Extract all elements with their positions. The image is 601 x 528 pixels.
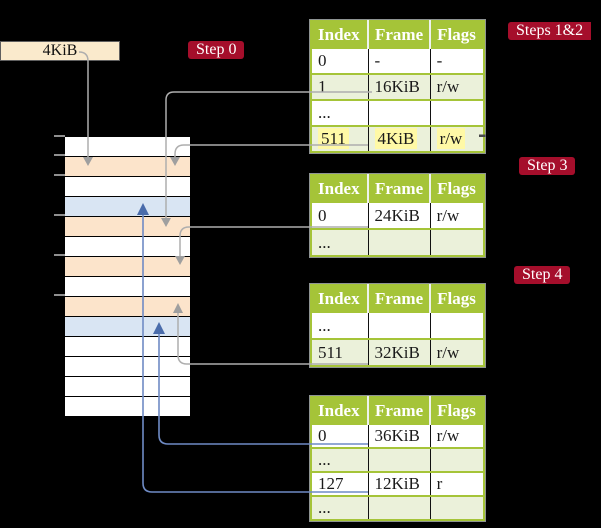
- column-header: Frame: [366, 175, 431, 202]
- flags-cell: [429, 448, 485, 472]
- index-cell: ...: [318, 103, 331, 122]
- physical-memory-stack: [65, 136, 190, 416]
- page-table-steps-1-2: Index Frame Flags 0 - - 1 16KiB r/w ... …: [308, 19, 487, 154]
- step-4-label: Step 4: [514, 266, 571, 284]
- frame-cell: 12KiB: [367, 472, 431, 496]
- root-table-pointer-box: 4KiB: [0, 41, 120, 61]
- memory-frame-row: [65, 257, 190, 277]
- highlight: 4KiB: [374, 128, 418, 149]
- index-cell: 0: [318, 426, 327, 445]
- column-header: Index: [311, 175, 368, 202]
- frame-cell: 24KiB: [367, 202, 431, 229]
- flags-cell: r/w: [429, 339, 485, 366]
- memory-frame-row: [65, 177, 190, 197]
- flags-cell: r/w: [429, 202, 485, 229]
- index-cell: 0: [318, 205, 327, 225]
- column-header: Flags: [429, 285, 485, 312]
- index-cell: 511: [311, 126, 368, 152]
- column-header: Flags: [429, 397, 485, 424]
- memory-frame-row: [65, 277, 190, 297]
- table-row: 127 12KiB r: [311, 472, 485, 496]
- flags-cell: r/w: [429, 74, 485, 100]
- table-row: ...: [311, 100, 485, 126]
- flags-cell: [429, 229, 485, 256]
- frame-cell: [367, 496, 431, 520]
- index-cell: 511: [318, 342, 343, 362]
- page-table-step-3: Index Frame Flags 0 24KiB r/w ...: [308, 173, 487, 258]
- frame-cell: 16KiB: [367, 74, 431, 100]
- frame-cell: [367, 229, 431, 256]
- memory-tick: [54, 214, 65, 216]
- memory-frame-row: [65, 237, 190, 257]
- column-header: Frame: [366, 285, 431, 312]
- page-table-step-4: Index Frame Flags ... 511 32KiB r/w: [308, 283, 487, 368]
- table-row: ...: [311, 312, 485, 339]
- column-header: Flags: [429, 175, 485, 202]
- table-row: ...: [311, 496, 485, 520]
- frame-cell: 32KiB: [367, 339, 431, 366]
- column-header: Flags: [429, 21, 485, 48]
- memory-frame-row: [65, 137, 190, 157]
- flags-cell: -: [429, 48, 485, 74]
- frame-cell: [367, 448, 431, 472]
- table-row: 0 24KiB r/w: [311, 202, 485, 229]
- flags-cell: r/w: [429, 424, 485, 448]
- step-0-label: Step 0: [188, 41, 245, 59]
- table-row: ...: [311, 448, 485, 472]
- step-3-label: Step 3: [519, 157, 576, 175]
- memory-frame-row: [65, 357, 190, 377]
- flags-cell: [429, 496, 485, 520]
- index-cell: ...: [318, 498, 331, 517]
- frame-cell: [367, 100, 431, 126]
- flags-cell: r/w: [429, 126, 485, 152]
- memory-frame-row: [65, 297, 190, 317]
- table-row-highlighted: 511 4KiB r/w: [311, 126, 485, 152]
- frame-cell: 4KiB: [367, 126, 431, 152]
- memory-frame-row: [65, 157, 190, 177]
- flags-cell: r: [429, 472, 485, 496]
- page-table-final: Index Frame Flags 0 36KiB r/w ... 127 12…: [308, 395, 487, 522]
- flags-cell: [429, 100, 485, 126]
- table-row: 511 32KiB r/w: [311, 339, 485, 366]
- flags-cell: [429, 312, 485, 339]
- memory-tick: [54, 174, 65, 176]
- column-header: Frame: [366, 397, 431, 424]
- frame-cell: [367, 312, 431, 339]
- index-cell: 1: [318, 77, 327, 96]
- column-header: Index: [311, 397, 368, 424]
- table-row: ...: [311, 229, 485, 256]
- memory-tick: [54, 135, 65, 137]
- table-row: 0 - -: [311, 48, 485, 74]
- memory-tick: [54, 294, 65, 296]
- memory-tick: [54, 154, 65, 156]
- table-row: 0 36KiB r/w: [311, 424, 485, 448]
- index-cell: ...: [318, 232, 331, 252]
- index-cell: ...: [318, 450, 331, 469]
- memory-frame-row: [65, 317, 190, 337]
- column-header: Frame: [366, 21, 431, 48]
- memory-frame-row: [65, 217, 190, 237]
- column-header: Index: [311, 21, 368, 48]
- index-cell: 0: [318, 51, 327, 70]
- highlight: 511: [318, 128, 349, 149]
- frame-cell: 36KiB: [367, 424, 431, 448]
- memory-tick: [54, 254, 65, 256]
- column-header: Index: [311, 285, 368, 312]
- frame-cell: -: [367, 48, 431, 74]
- index-cell: 127: [318, 474, 344, 493]
- memory-frame-row: [65, 337, 190, 357]
- table-row: 1 16KiB r/w: [311, 74, 485, 100]
- memory-frame-row: [65, 377, 190, 397]
- memory-frame-row: [65, 397, 190, 416]
- index-cell: ...: [318, 315, 331, 335]
- memory-frame-row: [65, 197, 190, 217]
- steps-1-2-label: Steps 1&2: [508, 22, 592, 40]
- highlight: r/w: [436, 128, 466, 149]
